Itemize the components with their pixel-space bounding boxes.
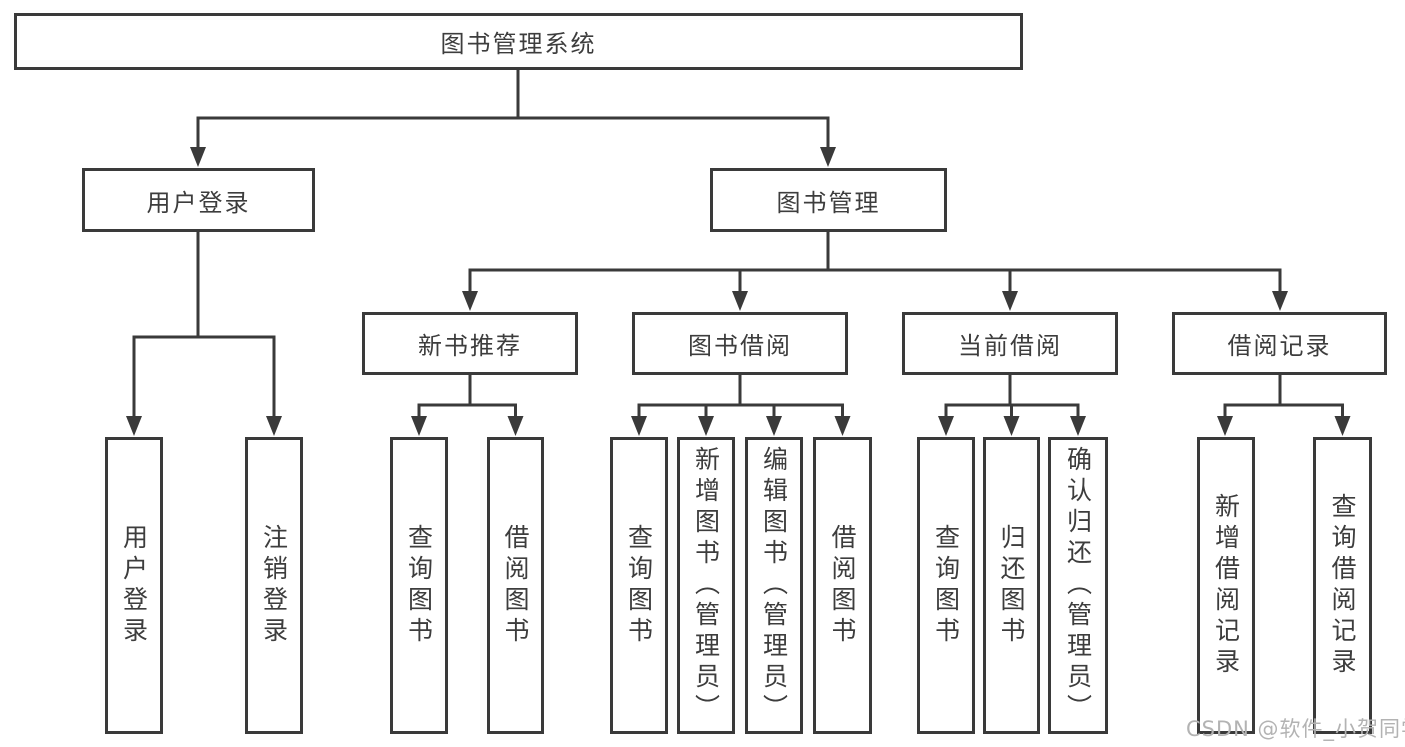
leaf-query-books-current: 查询图书 [917,437,975,734]
leaf-borrow-books: 借阅图书 [813,437,872,734]
leaf-user-login: 用户登录 [105,437,163,734]
leaf-logout-label: 注销登录 [259,523,289,648]
leaf-confirm-return-admin: 确认归还（管理员） [1048,437,1108,734]
leaf-query-borrow-record: 查询借阅记录 [1313,437,1372,734]
leaf-add-book-admin: 新增图书（管理员） [677,437,735,734]
leaf-add-borrow-record-label: 新增借阅记录 [1211,492,1241,679]
node-book-management: 图书管理 [710,168,947,232]
leaf-query-borrow-record-label: 查询借阅记录 [1328,492,1357,679]
leaf-add-borrow-record: 新增借阅记录 [1197,437,1255,734]
leaf-query-books-recommend-label: 查询图书 [404,523,434,648]
node-book-borrow: 图书借阅 [632,312,848,375]
node-borrow-records: 借阅记录 [1172,312,1387,375]
leaf-user-login-label: 用户登录 [119,523,149,648]
leaf-borrow-books-label: 借阅图书 [828,523,857,648]
leaf-query-books-current-label: 查询图书 [931,523,961,648]
leaf-confirm-return-admin-label: 确认归还（管理员） [1063,446,1093,725]
leaf-query-books-borrow: 查询图书 [610,437,668,734]
leaf-borrow-books-recommend-label: 借阅图书 [501,523,530,648]
node-user-login: 用户登录 [82,168,315,232]
leaf-borrow-books-recommend: 借阅图书 [487,437,544,734]
csdn-watermark: CSDN @软件_小贺同学 [1186,717,1405,741]
leaf-edit-book-admin-label: 编辑图书（管理员） [759,446,789,725]
leaf-query-books-recommend: 查询图书 [390,437,448,734]
leaf-edit-book-admin: 编辑图书（管理员） [745,437,803,734]
leaf-return-book-label: 归还图书 [997,523,1026,648]
leaf-return-book: 归还图书 [983,437,1040,734]
node-new-book-recommend: 新书推荐 [362,312,578,375]
node-current-borrow: 当前借阅 [902,312,1118,375]
node-root: 图书管理系统 [14,13,1023,70]
leaf-query-books-borrow-label: 查询图书 [624,523,654,648]
leaf-add-book-admin-label: 新增图书（管理员） [691,446,721,725]
leaf-logout: 注销登录 [245,437,303,734]
